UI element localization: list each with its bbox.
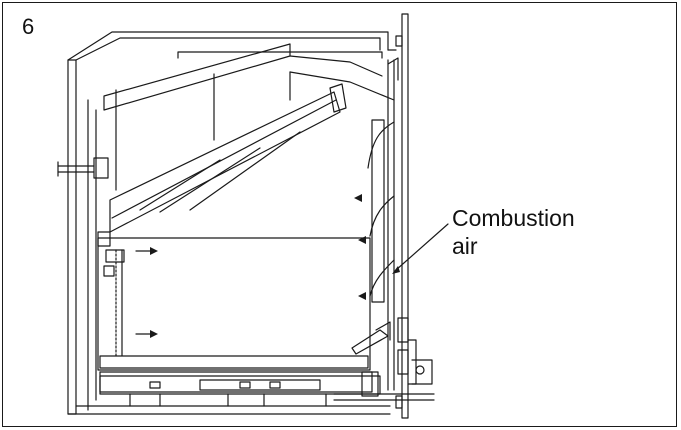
airflow-curves — [367, 121, 395, 297]
combustion-chamber — [97, 237, 373, 393]
arrow-right-lower — [135, 330, 158, 338]
arrow-left-bottom — [358, 292, 366, 300]
airflow-arrows — [135, 194, 366, 338]
ribbed-wall — [115, 249, 123, 357]
figure-number: 6 — [22, 14, 35, 39]
callout-line-1: Combustion — [452, 205, 575, 231]
inclined-grate — [109, 83, 347, 233]
outer-casing — [67, 31, 391, 415]
front-plate — [387, 13, 409, 419]
left-fittings — [57, 99, 125, 411]
callout-leader — [392, 223, 449, 274]
latch-assembly — [397, 317, 433, 385]
air-channel — [351, 57, 399, 391]
arrow-left-top — [354, 194, 362, 202]
lower-chassis — [99, 371, 435, 407]
upper-baffle — [103, 43, 395, 191]
combustion-air-label: Combustion air — [452, 204, 575, 260]
arrow-right-upper — [135, 247, 158, 255]
arrow-left-middle — [358, 236, 366, 244]
callout-line-2: air — [452, 233, 478, 259]
